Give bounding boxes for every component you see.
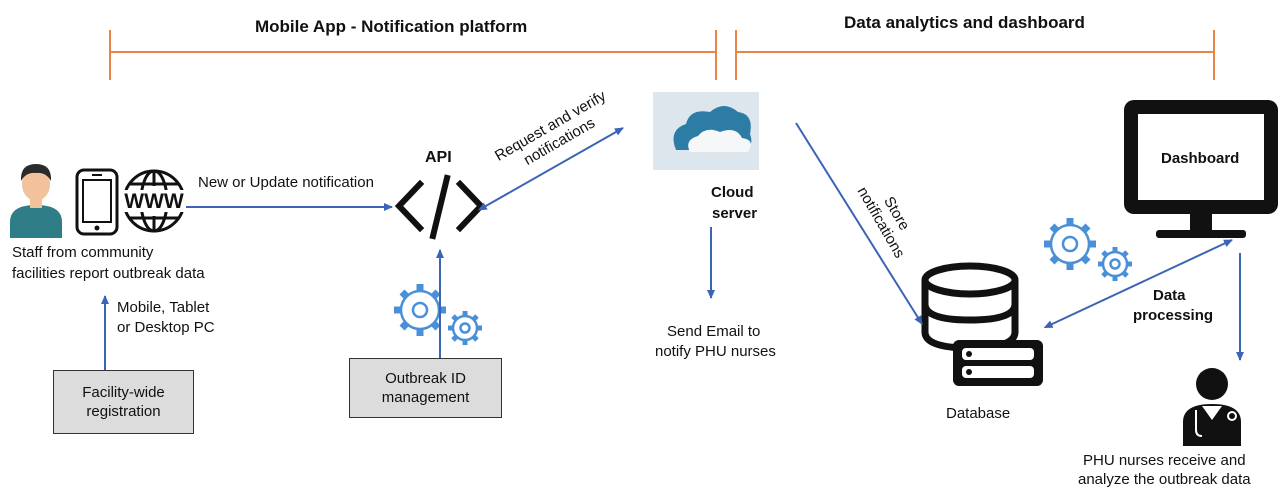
cloud-server-icon xyxy=(653,92,759,170)
bracket-data-analytics xyxy=(735,30,1215,80)
new-update-label: New or Update notification xyxy=(198,174,374,191)
gears-processing-icon xyxy=(1044,218,1132,281)
device-label-line1: Mobile, Tablet xyxy=(117,299,210,316)
data-processing-line1: Data xyxy=(1153,287,1186,304)
arrow-database-dashboard-bidirectional xyxy=(1043,239,1233,328)
dashboard-label: Dashboard xyxy=(1161,150,1240,167)
cloud-server-label-line1: Cloud xyxy=(711,184,754,201)
cloud-server-label-line2: server xyxy=(712,205,758,222)
database-label: Database xyxy=(946,405,1011,422)
send-email-line1: Send Email to xyxy=(667,323,761,340)
dashboard-monitor-icon xyxy=(1124,100,1278,238)
staff-label-line1: Staff from community xyxy=(12,244,154,261)
gears-outbreak-icon xyxy=(394,284,482,345)
outbreak-id-box: Outbreak ID management xyxy=(349,358,502,418)
api-label: API xyxy=(425,149,452,166)
arrow-cloud-to-database xyxy=(795,122,923,325)
www-globe-icon: WWW xyxy=(122,169,186,233)
arrow-api-cloud-bidirectional xyxy=(477,127,624,211)
send-email-line2: notify PHU nurses xyxy=(655,343,776,360)
api-code-icon xyxy=(394,174,486,240)
staff-person-icon xyxy=(10,164,62,238)
www-text: WWW xyxy=(124,190,184,213)
facility-registration-box: Facility-wide registration xyxy=(53,370,194,434)
database-icon xyxy=(921,262,1043,386)
mobile-phone-icon xyxy=(75,168,119,236)
staff-label-line2: facilities report outbreak data xyxy=(12,265,205,282)
section-title-data-analytics: Data analytics and dashboard xyxy=(844,13,1085,32)
phu-nurse-doctor-icon xyxy=(1183,368,1241,446)
phu-nurses-line1: PHU nurses receive and xyxy=(1083,452,1246,469)
bracket-mobile-app xyxy=(109,30,717,80)
section-title-mobile-app: Mobile App - Notification platform xyxy=(255,17,528,36)
phu-nurses-line2: analyze the outbreak data xyxy=(1078,471,1251,488)
data-processing-line2: processing xyxy=(1133,307,1214,324)
device-label-line2: or Desktop PC xyxy=(117,319,215,336)
